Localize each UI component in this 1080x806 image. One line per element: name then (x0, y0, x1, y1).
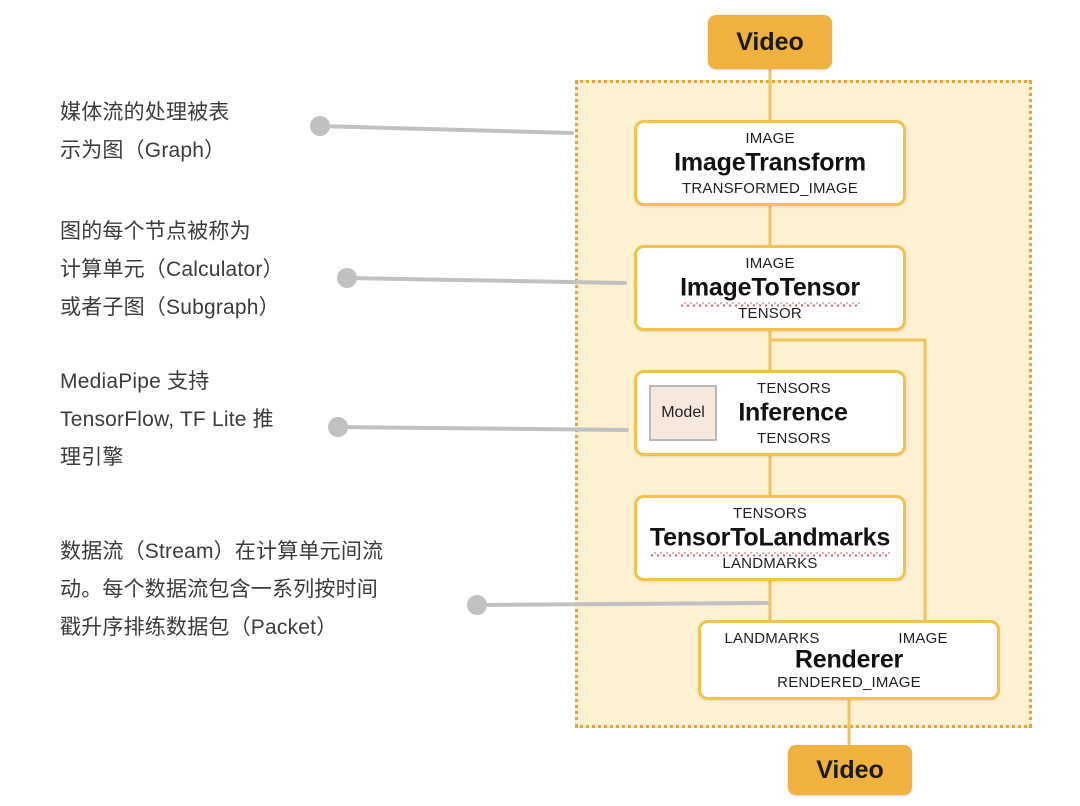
calculator-title-inference: Inference (738, 398, 848, 427)
calculator-node-image-to-tensor[interactable]: IMAGE ImageToTensor TENSOR (634, 245, 906, 331)
input-video-label: Video (736, 27, 804, 56)
port-out-transformed-image: TRANSFORMED_IMAGE (682, 180, 858, 197)
output-video-node[interactable]: Video (788, 745, 912, 795)
port-out-rendered-image: RENDERED_IMAGE (777, 674, 921, 691)
port-in-tensors: TENSORS (756, 380, 831, 397)
port-in-image: IMAGE (898, 630, 948, 647)
port-in-tensors: TENSORS (733, 505, 807, 522)
port-in-image: IMAGE (745, 130, 795, 147)
model-chip-label: Model (661, 404, 705, 421)
calculator-title-renderer: Renderer (794, 645, 904, 674)
calculator-title-image-transform: ImageTransform (674, 148, 866, 177)
annotation-graph-note: 媒体流的处理被表 示为图（Graph） (60, 101, 230, 162)
calculator-node-inference[interactable]: Model TENSORS Inference TENSORS (634, 370, 906, 456)
annotation-stream-note: 数据流（Stream）在计算单元间流 动。每个数据流包含一系列按时间 戳升序排练… (60, 540, 384, 639)
annotation-calculator-note: 图的每个节点被称为 计算单元（Calculator） 或者子图（Subgraph… (60, 220, 284, 319)
input-video-node[interactable]: Video (708, 15, 832, 69)
output-video-label: Video (816, 755, 884, 784)
port-in-landmarks: LANDMARKS (724, 630, 820, 647)
port-out-tensor: TENSOR (738, 305, 802, 322)
spellcheck-underline: TensorToLandmarks (649, 523, 891, 557)
calculator-node-image-transform[interactable]: IMAGE ImageTransform TRANSFORMED_IMAGE (634, 120, 906, 206)
spellcheck-underline: ImageToTensor (680, 273, 860, 307)
model-chip: Model (649, 385, 717, 441)
calculator-title-tensor-to-landmarks: TensorToLandmarks (637, 523, 903, 557)
port-out-landmarks: LANDMARKS (722, 555, 818, 572)
calculator-node-tensor-to-landmarks[interactable]: TENSORS TensorToLandmarks LANDMARKS (634, 495, 906, 581)
port-out-tensors: TENSORS (756, 430, 831, 447)
calculator-node-renderer[interactable]: LANDMARKS IMAGE Renderer RENDERED_IMAGE (698, 620, 1000, 700)
port-in-image: IMAGE (745, 255, 795, 272)
calculator-title-image-to-tensor: ImageToTensor (637, 273, 903, 307)
annotation-inference-note: MediaPipe 支持 TensorFlow, TF Lite 推 理引擎 (60, 370, 274, 469)
